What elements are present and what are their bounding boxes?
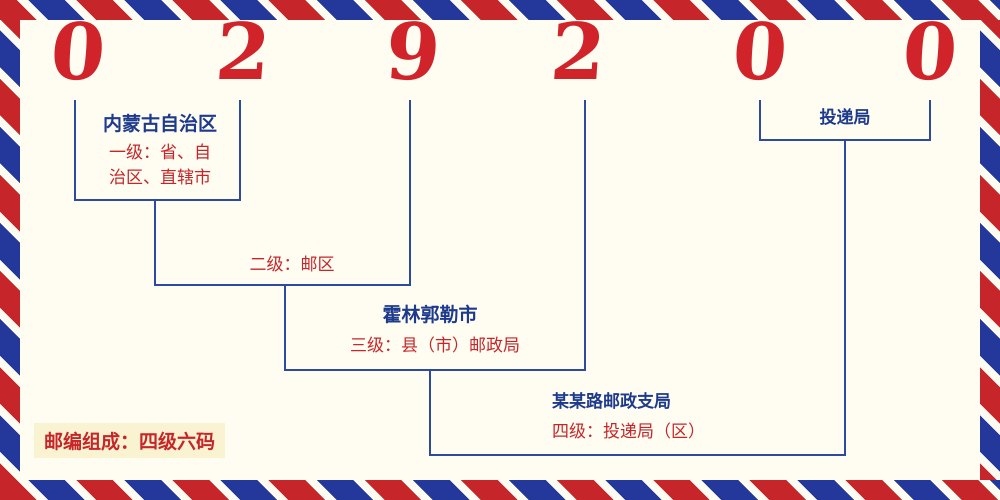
connector-line bbox=[74, 199, 241, 201]
connector-line bbox=[154, 284, 411, 286]
postal-digit-6: 0 bbox=[899, 7, 961, 98]
connector-line bbox=[409, 100, 411, 285]
connector-line bbox=[429, 454, 846, 456]
delivery-office-label: 投递局 bbox=[819, 108, 871, 128]
airmail-border-right bbox=[980, 0, 1000, 500]
connector-line bbox=[844, 140, 846, 455]
connector-line bbox=[284, 369, 586, 371]
postal-digit-2: 2 bbox=[212, 7, 274, 98]
connector-line bbox=[929, 100, 931, 140]
connector-line bbox=[284, 285, 286, 370]
airmail-border-left bbox=[0, 0, 20, 500]
postal-digit-1: 0 bbox=[47, 7, 109, 98]
postal-digit-5: 0 bbox=[729, 7, 791, 98]
connector-line bbox=[584, 100, 586, 370]
postal-digit-4: 2 bbox=[547, 7, 609, 98]
level4-description: 四级：投递局（区） bbox=[552, 422, 705, 442]
level3-place-label: 霍林郭勒市 bbox=[382, 304, 478, 326]
level3-description: 三级：县（市）邮政局 bbox=[350, 336, 520, 356]
airmail-border-bottom bbox=[0, 480, 1000, 500]
level1-place-label: 内蒙古自治区 bbox=[102, 113, 217, 135]
connector-line bbox=[154, 200, 156, 285]
airmail-border-top bbox=[0, 0, 1000, 20]
connector-line bbox=[429, 370, 431, 455]
connector-line bbox=[239, 100, 241, 200]
level4-place-label: 某某路邮政支局 bbox=[552, 392, 671, 412]
postal-code-composition-note: 邮编组成：四级六码 bbox=[34, 423, 226, 458]
level1-description-line2: 治区、直辖市 bbox=[109, 167, 211, 188]
level1-description: 一级：省、自 治区、直辖市 bbox=[78, 141, 242, 190]
postal-digit-3: 9 bbox=[382, 7, 444, 98]
level1-description-line1: 一级：省、自 bbox=[109, 143, 211, 163]
level2-description: 二级：邮区 bbox=[249, 255, 335, 275]
connector-line bbox=[759, 100, 761, 140]
connector-line bbox=[74, 100, 76, 200]
